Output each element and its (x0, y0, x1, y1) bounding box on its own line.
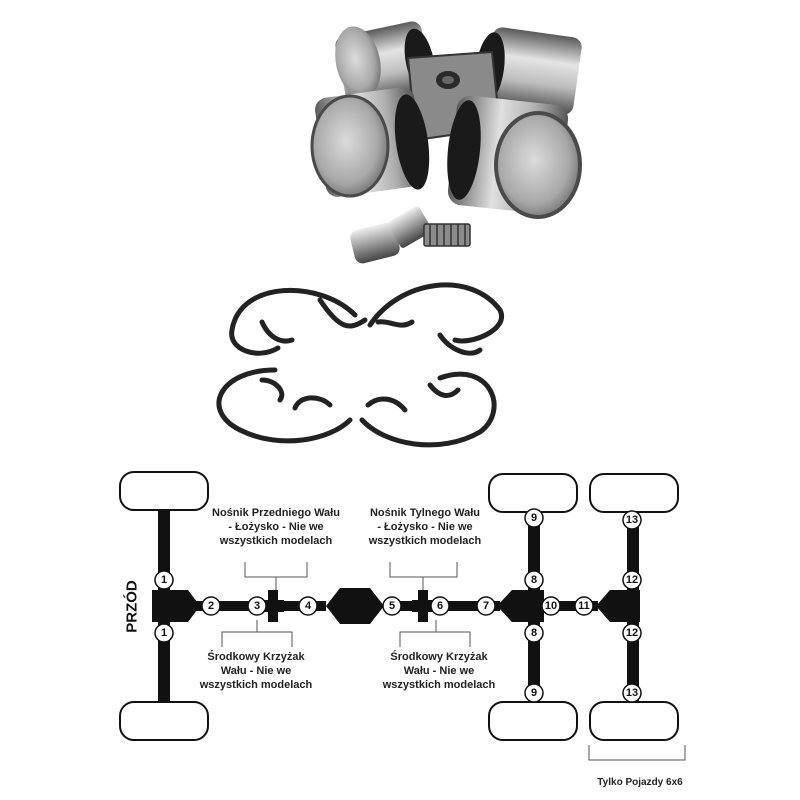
node-9a-label: 9 (531, 512, 537, 524)
front-differential (152, 590, 200, 622)
node-6-label: 6 (437, 600, 443, 612)
drivetrain-diagram: 1 1 2 3 4 5 6 7 8 8 9 9 10 11 12 12 13 1… (119, 471, 686, 761)
node-3-label: 3 (254, 600, 260, 612)
front-carrier-label: Nośnik Przedniego Wału - Łożysko - Nie w… (212, 507, 340, 547)
center-cross-label-2: Środkowy Krzyżak Wału - Nie we wszystkic… (382, 651, 496, 691)
node-5 (382, 596, 402, 616)
node-6 (430, 596, 450, 616)
node-10 (541, 596, 561, 616)
node-8a (524, 570, 544, 590)
front-center-bearing (262, 590, 284, 622)
node-1a (154, 570, 174, 590)
wheel-front-left (119, 471, 209, 511)
rear-differential (596, 590, 640, 622)
node-13a-label: 13 (626, 514, 638, 526)
node-8b-label: 8 (531, 627, 537, 639)
node-13b (622, 683, 642, 703)
wheel-rear-left (589, 473, 679, 513)
node-13a (622, 510, 642, 530)
node-12b-label: 12 (626, 627, 638, 639)
transfer-case (326, 588, 384, 624)
node-9b-label: 9 (531, 687, 537, 699)
bracket-lines (221, 562, 686, 761)
node-8a-label: 8 (531, 574, 537, 586)
universal-joint-photo (216, 21, 582, 448)
node-10-label: 10 (545, 600, 557, 612)
node-1a-label: 1 (161, 574, 167, 586)
retaining-clips (216, 282, 505, 448)
center-cross-label-1: Środkowy Krzyżak Wału - Nie we wszystkic… (199, 651, 313, 691)
node-9a (524, 508, 544, 528)
node-3 (247, 596, 267, 616)
wheel-mid-right (488, 701, 578, 741)
rear-center-bearing (412, 590, 434, 622)
wheel-front-right (119, 701, 209, 741)
node-8b (524, 623, 544, 643)
node-11 (574, 596, 594, 616)
node-13b-label: 13 (626, 687, 638, 699)
node-7-label: 7 (483, 600, 489, 612)
node-12a (622, 570, 642, 590)
node-1b-label: 1 (161, 627, 167, 639)
node-4-label: 4 (305, 600, 312, 612)
bearing-cup-front-left (310, 87, 430, 198)
node-9b (524, 683, 544, 703)
node-11-label: 11 (578, 600, 590, 612)
front-direction-label: PRZÓD (123, 580, 141, 633)
six-by-six-label: Tylko Pojazdy 6x6 (597, 777, 683, 788)
mid-differential (497, 590, 544, 622)
node-5-label: 5 (389, 600, 395, 612)
rear-carrier-label: Nośnik Tylnego Wału - Łożysko - Nie we w… (368, 507, 482, 547)
grease-nipple (350, 206, 471, 264)
node-2-label: 2 (208, 600, 214, 612)
bearing-cup-front-right (447, 95, 582, 219)
node-2 (201, 596, 221, 616)
wheel-mid-left (488, 473, 578, 513)
tandem-shaft (544, 601, 598, 611)
node-7 (476, 596, 496, 616)
node-1b (154, 623, 174, 643)
node-4 (298, 596, 318, 616)
node-12a-label: 12 (626, 574, 638, 586)
diagram-nodes (154, 508, 642, 703)
node-12b (622, 623, 642, 643)
wheel-rear-right (589, 701, 679, 741)
